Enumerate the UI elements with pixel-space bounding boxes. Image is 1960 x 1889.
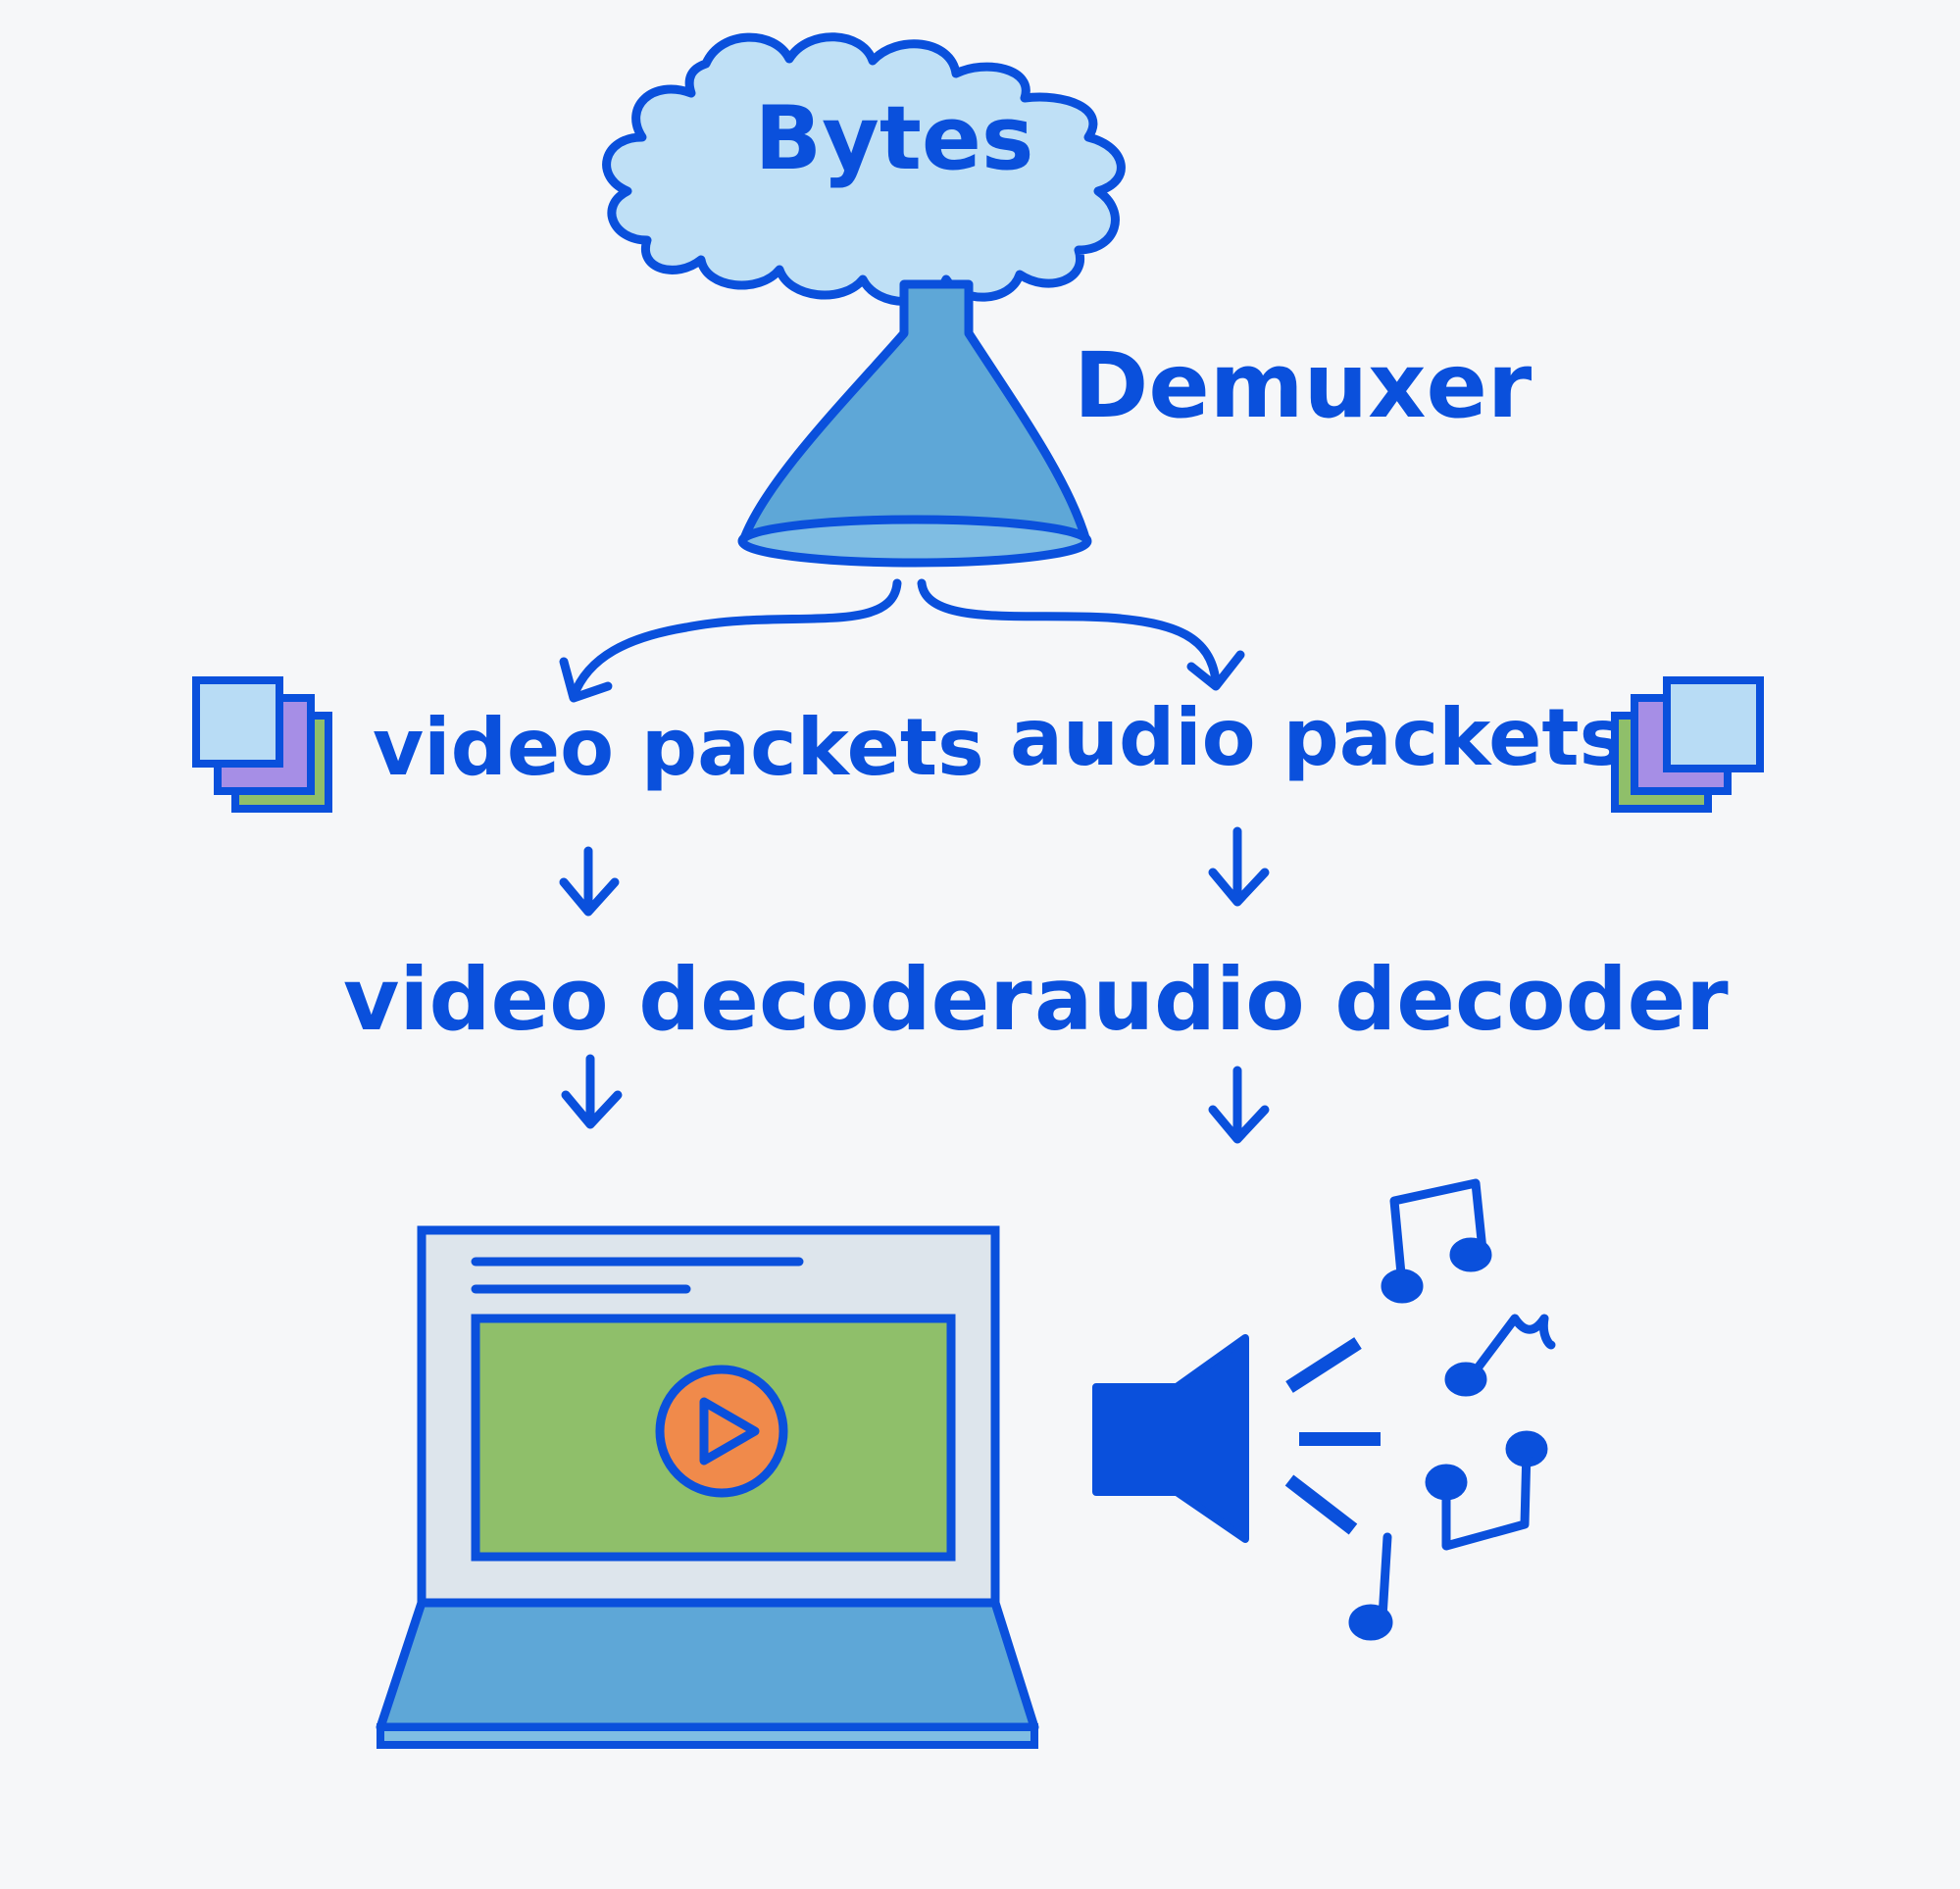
frame-front xyxy=(192,676,283,768)
video-branch-arrow xyxy=(569,578,902,701)
laptop-base xyxy=(376,1598,1039,1732)
music-note-4 xyxy=(1348,1532,1393,1641)
funnel-mouth xyxy=(737,515,1092,568)
music-note-1 xyxy=(1381,1178,1492,1304)
video-decoder-down-arrow xyxy=(561,1054,623,1129)
audio-branch-arrow xyxy=(917,578,1221,686)
stacked-frames-icon xyxy=(192,676,332,813)
audio-decoder-label: audio decoder xyxy=(1034,949,1729,1050)
bytes-label: Bytes xyxy=(755,87,1034,190)
play-icon xyxy=(655,1365,788,1498)
stacked-frames-icon xyxy=(1611,676,1764,813)
audio-branch-arrowhead xyxy=(1186,650,1245,691)
laptop-icon xyxy=(376,1225,1039,1749)
video-branch-arrowhead xyxy=(559,657,613,703)
video-packets-down-arrow xyxy=(559,846,620,917)
cloud-icon xyxy=(602,32,1126,306)
speaker-cone xyxy=(1092,1334,1249,1543)
music-notes-icon xyxy=(1348,1178,1556,1641)
audio-packets-label: audio packets xyxy=(1010,692,1626,783)
video-area xyxy=(471,1314,956,1562)
speaker-icon xyxy=(1092,1334,1381,1543)
music-note-3 xyxy=(1425,1430,1548,1551)
branch-arrows xyxy=(559,578,1245,703)
bytes-cloud: Bytes xyxy=(602,32,1126,306)
video-decoder-label: video decoder xyxy=(343,949,1032,1050)
laptop-base-edge xyxy=(377,1723,1038,1749)
audio-packets-down-arrow xyxy=(1208,826,1270,907)
music-note-2 xyxy=(1444,1314,1556,1397)
sound-waves xyxy=(1284,1337,1381,1535)
frame-front xyxy=(1663,676,1764,772)
demuxer-funnel xyxy=(737,279,1092,568)
video-packets-label: video packets xyxy=(373,702,984,793)
video-packets-icon xyxy=(192,676,332,813)
audio-decoder-down-arrow xyxy=(1208,1066,1270,1144)
demuxer-label: Demuxer xyxy=(1074,333,1533,438)
audio-packets-icon xyxy=(1611,676,1764,813)
